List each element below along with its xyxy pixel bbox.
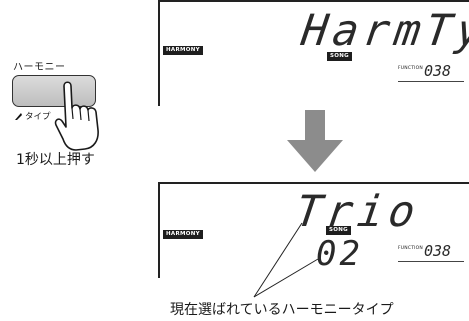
function-label: FUNCTION [398,246,423,251]
harmony-button[interactable] [12,75,96,107]
wedge-icon [15,113,22,120]
hold-instruction: 1秒以上押す [16,152,95,168]
song-badge: SONG [326,226,351,235]
function-label: FUNCTION [398,66,423,71]
lcd-frame-top [158,182,469,184]
song-badge: SONG [327,52,352,61]
harmony-badge: HARMONY [163,46,203,55]
harmony-type-sublabel-text: タイプ [25,112,51,122]
bottom-caption: 現在選ばれているハーモニータイプ [170,302,394,318]
function-number: 038 [424,62,452,80]
lcd-frame-left [158,182,160,278]
harmony-badge: HARMONY [163,230,203,239]
button-caption: ハーモニー [13,62,66,73]
lcd-frame-left [158,0,160,106]
harmony-type-sublabel: タイプ [14,110,51,122]
function-number: 038 [424,242,452,260]
down-arrow-icon [287,110,343,172]
function-underline [398,81,464,82]
lcd-display-before: HarmType HARMONY SONG FUNCTION 038 [158,0,469,106]
harmony-type-value: 02 [316,234,363,274]
function-underline [398,261,464,262]
pressing-hand-icon [54,81,99,151]
lcd-display-after: Trio HARMONY SONG 02 FUNCTION 038 [158,182,469,278]
lcd-frame-top [158,0,469,2]
